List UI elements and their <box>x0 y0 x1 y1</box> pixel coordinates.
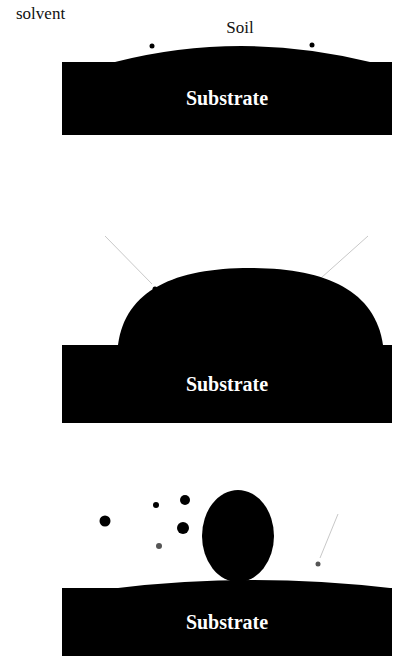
soil-film <box>115 46 370 62</box>
soil-particle <box>153 502 159 508</box>
solvent-molecule <box>156 543 162 549</box>
soil-label: Soil <box>226 18 253 38</box>
medium-label: solvent <box>16 4 65 24</box>
swollen-soil <box>118 268 383 345</box>
soil-particle <box>180 495 190 505</box>
solvent-molecule <box>316 280 321 285</box>
penetration-line <box>320 514 338 558</box>
node-label: Substrate <box>186 87 268 110</box>
residual-film <box>118 580 390 588</box>
substrate-block: Substrate <box>62 588 392 656</box>
solvent-molecule <box>310 43 315 48</box>
solvent-molecule <box>150 44 155 49</box>
substrate-block: Substrate <box>62 345 392 423</box>
substrate-block: Substrate <box>62 62 392 135</box>
soil-particle <box>177 522 189 534</box>
penetration-line <box>105 236 152 284</box>
penetration-line <box>321 236 368 278</box>
soil-particle <box>100 516 111 527</box>
node-label: Substrate <box>186 373 268 396</box>
soil-droplet <box>202 490 274 582</box>
node-label: Substrate <box>186 611 268 634</box>
solvent-molecule <box>316 562 321 567</box>
solvent-molecule <box>153 287 158 292</box>
